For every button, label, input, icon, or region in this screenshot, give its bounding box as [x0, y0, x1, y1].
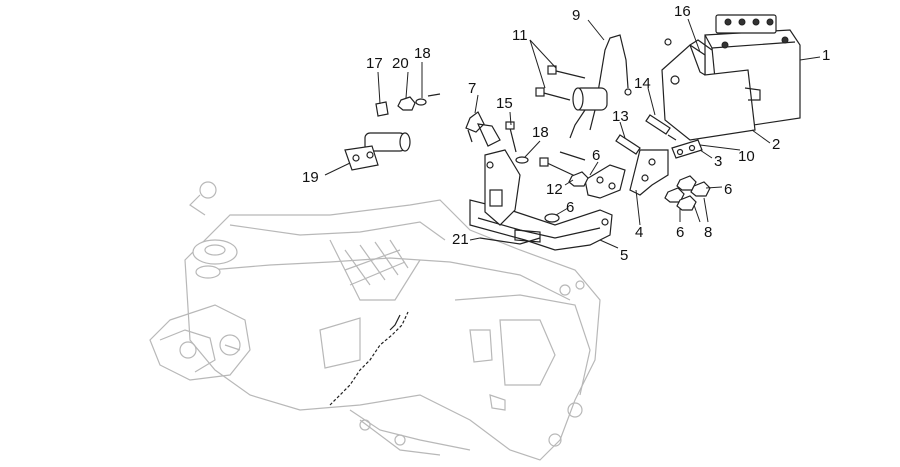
callout-6c: 6: [566, 199, 574, 216]
mounting-plate-4: [584, 149, 669, 199]
callout-17: 17: [366, 55, 383, 72]
nuts-right: [664, 175, 711, 211]
screw-15: [505, 121, 529, 164]
callout-20: 20: [392, 55, 409, 72]
battery-bracket: [667, 134, 703, 159]
ground-wire-21: [479, 237, 541, 245]
callout-6a: 6: [592, 147, 600, 164]
callout-13: 13: [612, 108, 629, 125]
spacer-17: [375, 101, 389, 117]
motorcycle-frame: [149, 181, 601, 461]
callout-labels: 1 2 3 4 5 6 6 6 6 7 8 9 10 11 12 13 14 1…: [302, 3, 830, 264]
callout-7: 7: [468, 80, 476, 97]
callout-9: 9: [572, 7, 580, 24]
callout-3: 3: [714, 153, 722, 170]
callout-12: 12: [546, 181, 563, 198]
callout-6b: 6: [724, 181, 732, 198]
fuse-holder-19: [344, 132, 411, 171]
callout-14: 14: [634, 75, 651, 92]
battery-strap: [664, 38, 713, 51]
relay-bolts: [535, 65, 586, 101]
callout-10: 10: [738, 148, 755, 165]
main-bracket: [469, 149, 613, 251]
callout-16: 16: [674, 3, 691, 20]
washer-18-left: [415, 93, 441, 106]
callout-6d: 6: [676, 224, 684, 241]
spacers: [615, 114, 671, 155]
callout-15: 15: [496, 95, 513, 112]
wire-clip: [465, 111, 501, 147]
nut-20: [397, 96, 416, 111]
callout-1: 1: [822, 47, 830, 64]
starter-relay: [569, 87, 608, 139]
callout-4: 4: [635, 224, 643, 241]
callout-11: 11: [512, 27, 528, 44]
callout-2: 2: [772, 136, 780, 153]
callout-21: 21: [452, 231, 469, 248]
callout-18a: 18: [414, 45, 431, 62]
callout-18b: 18: [532, 124, 549, 141]
callout-19: 19: [302, 169, 319, 186]
battery-tray: [661, 44, 761, 141]
bolts-center: [539, 151, 589, 223]
leader-lines: [324, 18, 821, 249]
callout-5: 5: [620, 247, 628, 264]
callout-8: 8: [704, 224, 712, 241]
